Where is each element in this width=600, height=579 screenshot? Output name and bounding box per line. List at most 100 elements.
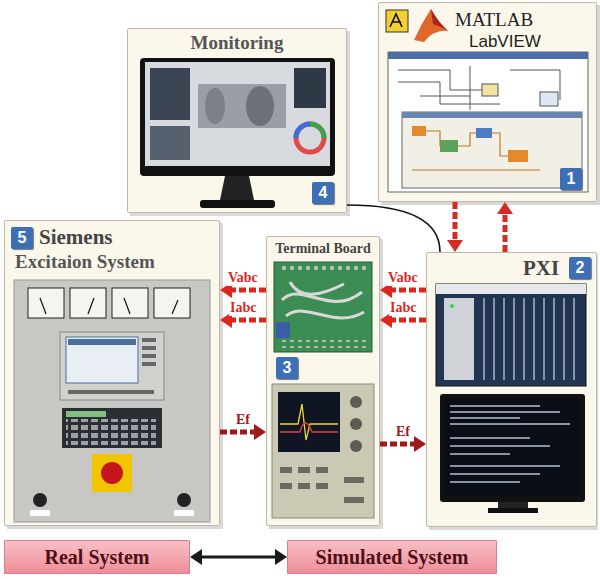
- vi-wires: [412, 131, 540, 170]
- labview-window: [402, 112, 582, 188]
- hmi-screen: [66, 337, 138, 383]
- monitor-stand: [220, 176, 254, 200]
- signal-connector: [447, 202, 463, 252]
- pxi-slots: [484, 298, 574, 380]
- scope-knob: [350, 418, 362, 430]
- dashboard-panel: [150, 126, 190, 160]
- panel-subtitle: Excitaion System: [15, 251, 155, 273]
- board-wires: [282, 282, 364, 318]
- vi-block: [412, 126, 426, 136]
- panel-title: Monitoring: [128, 32, 346, 54]
- screenshot-window: [388, 52, 588, 192]
- chassis-top: [436, 284, 586, 294]
- keypad-display: [66, 411, 106, 417]
- terminal-strip: [278, 340, 368, 348]
- terminal-strip: [278, 266, 368, 274]
- labview-icon: [386, 10, 408, 32]
- panel-shadow: [269, 239, 383, 529]
- meter-needles: [40, 298, 178, 314]
- panel-fill: [4, 220, 220, 526]
- color-wheel: [296, 124, 324, 152]
- signal-line: [503, 213, 508, 252]
- signal-line: [453, 202, 458, 241]
- signal-line: [380, 442, 415, 447]
- matlab-membrane-shade: [431, 9, 448, 31]
- matlab-membrane: [414, 9, 448, 42]
- oscilloscope: [272, 384, 374, 518]
- pxi-monitor-bezel: [440, 394, 585, 502]
- signal-line: [391, 318, 426, 323]
- scope-buttons: [280, 470, 364, 500]
- switch-tag: [174, 510, 194, 516]
- window-titlebar: [388, 52, 588, 59]
- monitor-base: [488, 508, 538, 513]
- arrow-head: [414, 436, 426, 452]
- signal-label: Ef: [235, 412, 251, 428]
- monitor-bezel: [140, 58, 335, 176]
- panel-fill: [127, 28, 347, 213]
- system-band: Real System: [4, 540, 190, 574]
- panel-fill: [378, 2, 597, 202]
- board-connector: [276, 322, 290, 338]
- signal-line: [231, 318, 266, 323]
- emergency-stop-button: [101, 462, 123, 484]
- color-wheel-part: [310, 124, 324, 138]
- scope-trace: [280, 404, 338, 440]
- arrow-head: [190, 549, 202, 565]
- excitation-panel: SiemensExcitaion System: [4, 220, 220, 526]
- system-label: Simulated System: [288, 546, 496, 569]
- vi-block: [508, 150, 528, 162]
- machine-model-part: [246, 86, 274, 126]
- labview-logo-text: LabVIEW: [469, 32, 541, 52]
- signal-line: [201, 556, 276, 559]
- scope-knob: [350, 396, 362, 408]
- signal-label: Vabc: [387, 270, 419, 286]
- pxi-monitor-screen: [445, 398, 580, 496]
- signal-label: Ef: [395, 424, 411, 440]
- system-band-fill: [4, 540, 190, 574]
- pxi-panel: PXI: [426, 252, 597, 527]
- panel-fill: [266, 236, 380, 526]
- arrow-head: [275, 549, 287, 565]
- cabinet-door: [14, 280, 210, 522]
- signal-connector: [497, 202, 513, 252]
- emergency-stop-base: [92, 454, 132, 492]
- system-band-fill: [287, 540, 497, 574]
- selector-switch: [177, 493, 191, 507]
- scope-knob: [350, 440, 362, 452]
- matlab-logo-text: MATLAB: [455, 9, 533, 31]
- pxi-chassis: [436, 284, 586, 386]
- arrow-head: [447, 240, 463, 252]
- callout-number: 5: [11, 227, 33, 249]
- signal-line: [391, 288, 426, 293]
- arrow-head: [497, 202, 513, 214]
- callout-number: 2: [569, 257, 591, 279]
- callout-number: 1: [560, 168, 582, 190]
- system-label: Real System: [5, 546, 189, 569]
- signal-label: Vabc: [227, 270, 259, 286]
- diagram-block: [482, 84, 498, 96]
- keypad: [62, 408, 162, 448]
- labview-glyph: [390, 14, 402, 27]
- diagram-block: [540, 92, 558, 106]
- panel-title: Terminal Board: [267, 241, 379, 257]
- monitor-screen: [145, 62, 330, 166]
- panel-fill: [426, 252, 597, 527]
- switch-tag: [30, 510, 50, 516]
- callout-number: 3: [276, 357, 298, 379]
- terminal-panel: Terminal Board: [266, 236, 380, 526]
- pxi-controller: [444, 298, 474, 380]
- hmi-buttons: [68, 340, 156, 392]
- dashboard-panel: [150, 68, 190, 120]
- hmi-panel: [60, 332, 164, 400]
- signal-line: [231, 288, 266, 293]
- block-diagram-wires: [398, 66, 560, 110]
- keypad-keys: [66, 419, 156, 445]
- signal-line: [220, 430, 255, 435]
- dashboard-panel: [294, 68, 326, 108]
- console-lines: [450, 406, 570, 482]
- signal-label: Iabc: [229, 300, 257, 316]
